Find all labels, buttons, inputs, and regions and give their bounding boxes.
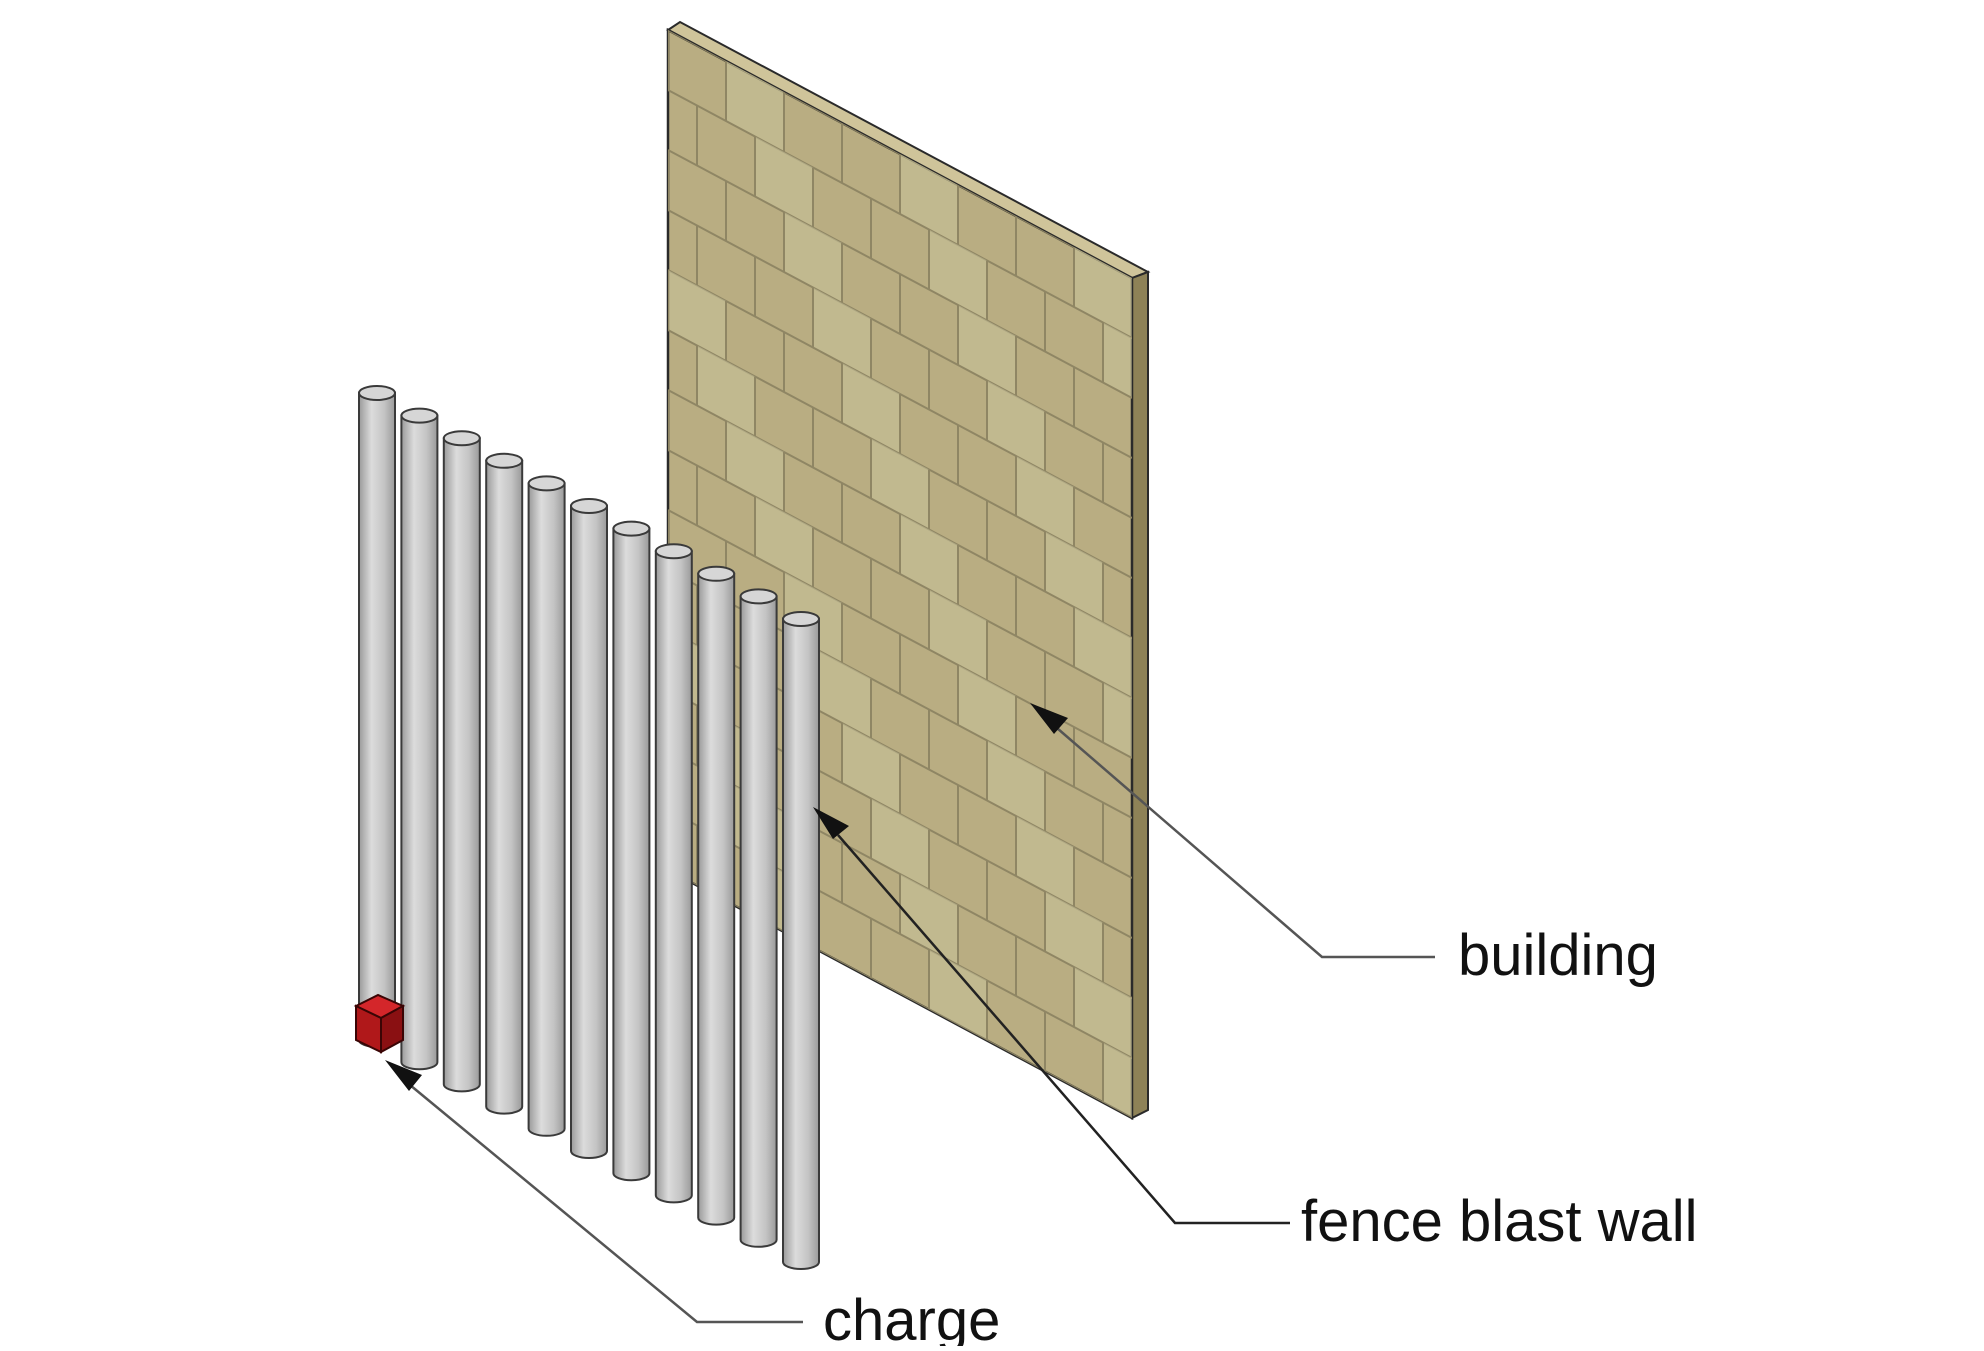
fence-post-cap <box>485 452 524 469</box>
brick-highlight <box>1103 1042 1132 1118</box>
brick-highlight <box>929 589 987 681</box>
fence-post-body <box>654 550 693 1204</box>
brick-highlight <box>900 154 958 245</box>
fence-post-body <box>739 595 778 1248</box>
mortar-course <box>668 209 1132 459</box>
fence-post <box>612 520 651 1182</box>
brick-highlight <box>900 514 958 605</box>
fence-post-cap <box>570 498 608 514</box>
fence-post-body <box>527 482 566 1137</box>
brick-highlight <box>1045 531 1103 623</box>
fence-post <box>782 611 820 1270</box>
brick-highlight <box>958 305 1016 396</box>
fence-post-body <box>358 392 396 1048</box>
fence-post <box>400 407 439 1071</box>
fence-post <box>485 452 524 1115</box>
fence-post-body <box>485 459 524 1115</box>
charge-label: charge <box>823 1288 1000 1346</box>
brick-highlight <box>929 229 987 321</box>
brick-highlight <box>697 345 755 437</box>
fence-post-body <box>400 414 439 1071</box>
brick-highlight <box>1103 682 1132 758</box>
fence-post-cap <box>697 565 736 582</box>
fence-post <box>654 543 693 1204</box>
callout-leaders <box>385 703 1435 1324</box>
fence-post <box>570 498 608 1159</box>
fence-post <box>527 475 566 1137</box>
mortar-course <box>668 89 1132 339</box>
fence-post-cap <box>442 430 481 447</box>
fence-post-cap <box>654 543 693 560</box>
brick-highlight <box>813 647 871 739</box>
fence-leader-line <box>837 834 1290 1225</box>
fence-post-cap <box>782 611 820 627</box>
charge-cube <box>353 993 406 1054</box>
brick-highlight <box>1016 816 1074 907</box>
brick-highlight <box>871 798 929 890</box>
charge-arrowhead <box>385 1060 422 1091</box>
fence-post-body <box>612 527 651 1182</box>
brick-highlight <box>1074 607 1132 698</box>
brick-highlight <box>1045 891 1103 983</box>
fence-post-cap <box>400 407 439 424</box>
brick-highlight <box>842 363 900 454</box>
brick-highlight <box>755 496 813 588</box>
brick-highlight <box>668 270 726 361</box>
charge-leader-line <box>409 1084 803 1324</box>
fence-post-body <box>442 437 481 1093</box>
fence-post-cap <box>527 475 566 492</box>
building-arrowhead <box>1030 703 1068 734</box>
brick-highlight <box>1074 967 1132 1058</box>
fence-post <box>358 385 396 1048</box>
charge-cube-right <box>380 1004 404 1054</box>
fence-arrowhead <box>813 807 849 839</box>
fence-post <box>442 430 481 1093</box>
fence-blast-wall <box>358 385 820 1270</box>
fence-post <box>697 565 736 1226</box>
building-leader-line <box>1049 721 1435 959</box>
brick-highlight <box>1103 322 1132 398</box>
brick-highlight <box>726 421 784 512</box>
brick-highlight <box>755 136 813 228</box>
brick-highlight <box>1016 456 1074 547</box>
building-wall-side <box>1131 270 1149 1120</box>
brick-highlight <box>871 438 929 530</box>
brick-highlight <box>1074 247 1132 338</box>
brick-highlight <box>726 61 784 152</box>
mortar-course <box>668 449 1132 699</box>
brick-highlight <box>900 874 958 965</box>
brick-highlight <box>929 949 987 1041</box>
brick-highlight <box>842 723 900 814</box>
fence-post-cap <box>358 385 396 401</box>
fence-blast-wall-label: fence blast wall <box>1301 1189 1698 1254</box>
fence-post-body <box>570 505 608 1159</box>
fence-post-body <box>697 572 736 1226</box>
brick-highlight <box>987 740 1045 832</box>
fence-post-cap <box>739 588 778 605</box>
brick-highlight <box>987 380 1045 472</box>
fence-post-cap <box>612 520 651 537</box>
brick-highlight <box>784 212 842 303</box>
brick-highlight <box>813 287 871 379</box>
building-label: building <box>1458 923 1658 988</box>
fence-post <box>739 588 778 1248</box>
fence-post-body <box>782 618 820 1270</box>
brick-highlight <box>958 665 1016 756</box>
